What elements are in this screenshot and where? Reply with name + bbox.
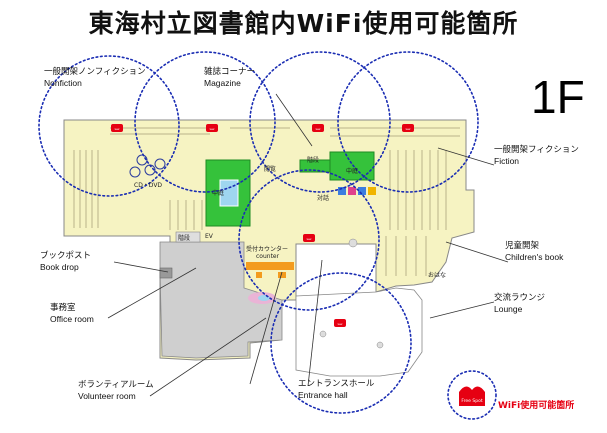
label-childrens: 児童開架 Children's book	[505, 241, 563, 264]
legend-label: WiFi使用可能箇所	[498, 401, 575, 411]
label-childrens-ja: 児童開架	[505, 241, 540, 251]
legend-badge-text: Free Spot	[461, 398, 482, 404]
svg-text:ww: ww	[316, 127, 321, 131]
legend-wifi-circle	[447, 370, 497, 420]
map-label-courtyard-right: 中庭	[346, 168, 359, 175]
label-fiction: 一般開架フィクション Fiction	[494, 145, 579, 168]
label-office-en: Office room	[50, 314, 94, 325]
label-entrance: エントランスホール Entrance hall	[298, 379, 374, 402]
label-volunteer-ja: ボランティアルーム	[78, 380, 154, 390]
label-lounge-ja: 交流ラウンジ	[494, 293, 546, 303]
label-office: 事務室 Office room	[50, 303, 94, 326]
free-spot-badge-6: ww	[334, 319, 346, 327]
label-volunteer-en: Volunteer room	[78, 391, 136, 402]
label-childrens-en: Children's book	[505, 252, 564, 263]
label-bookdrop: ブックポスト Book drop	[40, 251, 91, 274]
legend-badge: Free Spot	[459, 386, 485, 406]
label-bookdrop-ja: ブックポスト	[40, 251, 92, 261]
wifi-zone-magazine	[134, 51, 276, 193]
free-spot-badge-5: ww	[303, 234, 315, 242]
svg-text:ww: ww	[338, 322, 343, 326]
wifi-zone-counter	[238, 169, 380, 311]
wifi-coverage-circles	[38, 51, 497, 420]
label-magazine-en: Magazine	[204, 78, 241, 89]
restroom-icons	[338, 187, 376, 195]
svg-text:ww: ww	[307, 237, 312, 241]
label-office-ja: 事務室	[50, 303, 76, 313]
entrance-hall-area	[295, 287, 423, 377]
map-label-counter-ja: 受付カウンター	[246, 246, 289, 253]
free-spot-badge-4: ww	[402, 124, 414, 132]
stairs-block	[175, 231, 201, 243]
map-label-counter-en: counter	[256, 253, 280, 260]
free-spot-badge-3: ww	[312, 124, 324, 132]
map-label-ohana: おはな	[428, 272, 447, 279]
label-nonfiction-ja: 一般開架ノンフィクション	[44, 67, 146, 77]
label-nonfiction: 一般開架ノンフィクション Nonfiction	[44, 67, 146, 90]
map-label-courtyard-left: 中庭	[212, 190, 225, 197]
map-label-browse: 閲覧	[264, 166, 277, 173]
map-label-ev: EV	[205, 233, 213, 240]
map-label-stairs-right: 階段	[307, 157, 320, 164]
map-title: 東海村立図書館内WiFi使用可能箇所	[88, 9, 519, 38]
shelves-nonfiction	[73, 127, 290, 230]
label-volunteer: ボランティアルーム Volunteer room	[78, 380, 154, 403]
wifi-zone-nonfiction	[38, 55, 180, 197]
label-magazine: 雑誌コーナー Magazine	[204, 67, 255, 90]
bookdrop-box	[159, 267, 173, 279]
green-strip	[299, 159, 331, 173]
floor-indicator: 1F	[531, 71, 585, 123]
label-lounge: 交流ラウンジ Lounge	[494, 293, 545, 316]
shelves-fiction	[330, 127, 460, 276]
map-label-taiwa: 対話	[317, 195, 330, 202]
label-fiction-ja: 一般開架フィクション	[494, 145, 579, 155]
wifi-zone-centre	[249, 51, 391, 193]
label-entrance-ja: エントランスホール	[298, 379, 375, 389]
free-spot-badge-2: ww	[206, 124, 218, 132]
map-label-cd-dvd: CD・DVD	[134, 182, 163, 189]
label-nonfiction-en: Nonfiction	[44, 78, 82, 89]
free-spot-badges: ww ww ww ww ww ww Free Spot	[111, 124, 485, 406]
svg-text:ww: ww	[406, 127, 411, 131]
map-label-stairs-left: 階段	[178, 235, 191, 242]
label-lounge-en: Lounge	[494, 304, 523, 315]
label-entrance-en: Entrance hall	[298, 390, 348, 401]
label-bookdrop-en: Book drop	[40, 262, 79, 273]
wifi-zone-entrance	[270, 272, 412, 414]
svg-text:ww: ww	[210, 127, 215, 131]
wifi-zone-fiction	[337, 51, 479, 193]
label-magazine-ja: 雑誌コーナー	[204, 67, 256, 77]
svg-text:ww: ww	[115, 127, 120, 131]
label-fiction-en: Fiction	[494, 156, 520, 167]
reception-counter	[246, 262, 294, 270]
leader-lines	[107, 93, 509, 397]
free-spot-badge-1: ww	[111, 124, 123, 132]
